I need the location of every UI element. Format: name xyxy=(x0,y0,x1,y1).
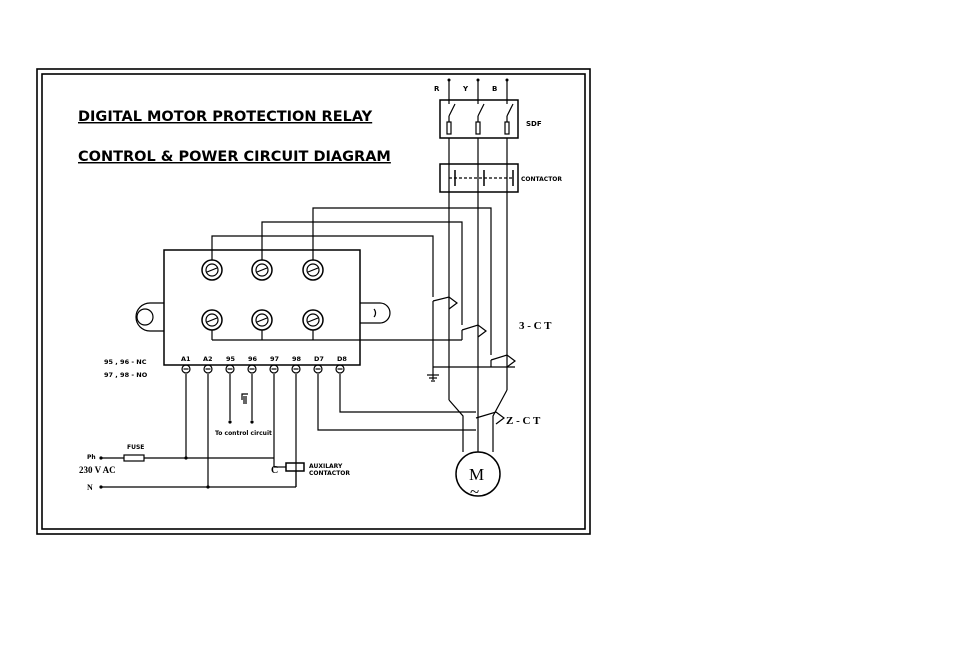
relay-terminal xyxy=(203,364,213,374)
legend-nc: 95 , 96 - NC xyxy=(104,358,147,366)
terminal-screw-head xyxy=(255,263,269,277)
terminal-labels: A1 A2 95 96 97 98 D7 D8 xyxy=(181,355,347,363)
relay-terminal xyxy=(247,364,257,374)
terminal-label: A2 xyxy=(203,355,213,363)
terminal-screw-slot xyxy=(206,267,218,273)
title-line-1: DIGITAL MOTOR PROTECTION RELAY xyxy=(78,109,373,125)
aux-contactor-coil xyxy=(273,458,305,487)
terminal-screw-slot xyxy=(256,317,268,323)
terminal-label: 96 xyxy=(248,355,258,363)
terminal-screw-head xyxy=(306,263,320,277)
main-contactor xyxy=(439,163,519,193)
incoming-phase-lines xyxy=(447,78,509,100)
phase-label-b: B xyxy=(492,85,497,93)
terminal-screw-slot xyxy=(256,267,268,273)
terminal-label: 95 xyxy=(226,355,236,363)
neutral-label: N xyxy=(87,483,93,492)
terminal-screw-head xyxy=(205,263,219,277)
ph-label: Ph xyxy=(87,454,96,461)
zct-coil xyxy=(475,411,505,425)
sdf-switch xyxy=(439,99,519,139)
terminal-wiring xyxy=(185,374,476,487)
terminal-label: A1 xyxy=(181,355,191,363)
motor-ac-symbol: ~ xyxy=(470,482,479,501)
sdf-to-contactor-lines xyxy=(448,138,508,164)
terminal-label: D7 xyxy=(314,355,324,363)
phase-label-r: R xyxy=(434,85,440,93)
relay-terminals xyxy=(181,364,345,374)
terminal-screw-head xyxy=(205,313,219,327)
relay-terminal xyxy=(291,364,301,374)
motor-label: M xyxy=(469,465,484,484)
control-circuit-label: To control circuit xyxy=(215,430,272,437)
relay-body xyxy=(135,249,391,366)
supply-lines xyxy=(99,454,296,489)
ct3-label: 3 - C T xyxy=(519,320,552,332)
title-line-2: CONTROL & POWER CIRCUIT DIAGRAM xyxy=(78,149,391,165)
relay-terminal xyxy=(335,364,345,374)
terminal-screw-slot xyxy=(307,317,319,323)
terminal-screw-slot xyxy=(307,267,319,273)
terminal-screw-head xyxy=(306,313,320,327)
outer-frame xyxy=(36,68,591,535)
legend-no: 97 , 98 - NO xyxy=(104,371,148,379)
terminal-label: 98 xyxy=(292,355,302,363)
ct-wiring xyxy=(211,207,492,355)
ct-terminal-screws xyxy=(201,259,324,331)
aux-contactor-label-1: AUXILARY xyxy=(309,463,343,470)
motor-feed-lines xyxy=(448,192,508,452)
zct-label: Z - C T xyxy=(506,415,541,427)
sdf-label: SDF xyxy=(526,120,542,128)
inner-frame xyxy=(41,73,586,530)
relay-terminal xyxy=(225,364,235,374)
motor-symbol xyxy=(455,451,501,497)
fuse-label: FUSE xyxy=(127,444,144,451)
relay-terminal xyxy=(313,364,323,374)
terminal-screw-slot xyxy=(206,317,218,323)
three-ct-coils xyxy=(427,296,516,382)
phase-label-y: Y xyxy=(462,85,469,93)
contactor-label: CONTACTOR xyxy=(521,176,562,183)
terminal-label: 97 xyxy=(270,355,279,363)
coil-label: C xyxy=(271,465,278,476)
relay-terminal xyxy=(269,364,279,374)
relay-terminal xyxy=(181,364,191,374)
terminal-screw-head xyxy=(255,313,269,327)
aux-contactor-label-2: CONTACTOR xyxy=(309,470,350,477)
voltage-label: 230 V AC xyxy=(79,465,116,475)
terminal-label: D8 xyxy=(337,355,347,363)
